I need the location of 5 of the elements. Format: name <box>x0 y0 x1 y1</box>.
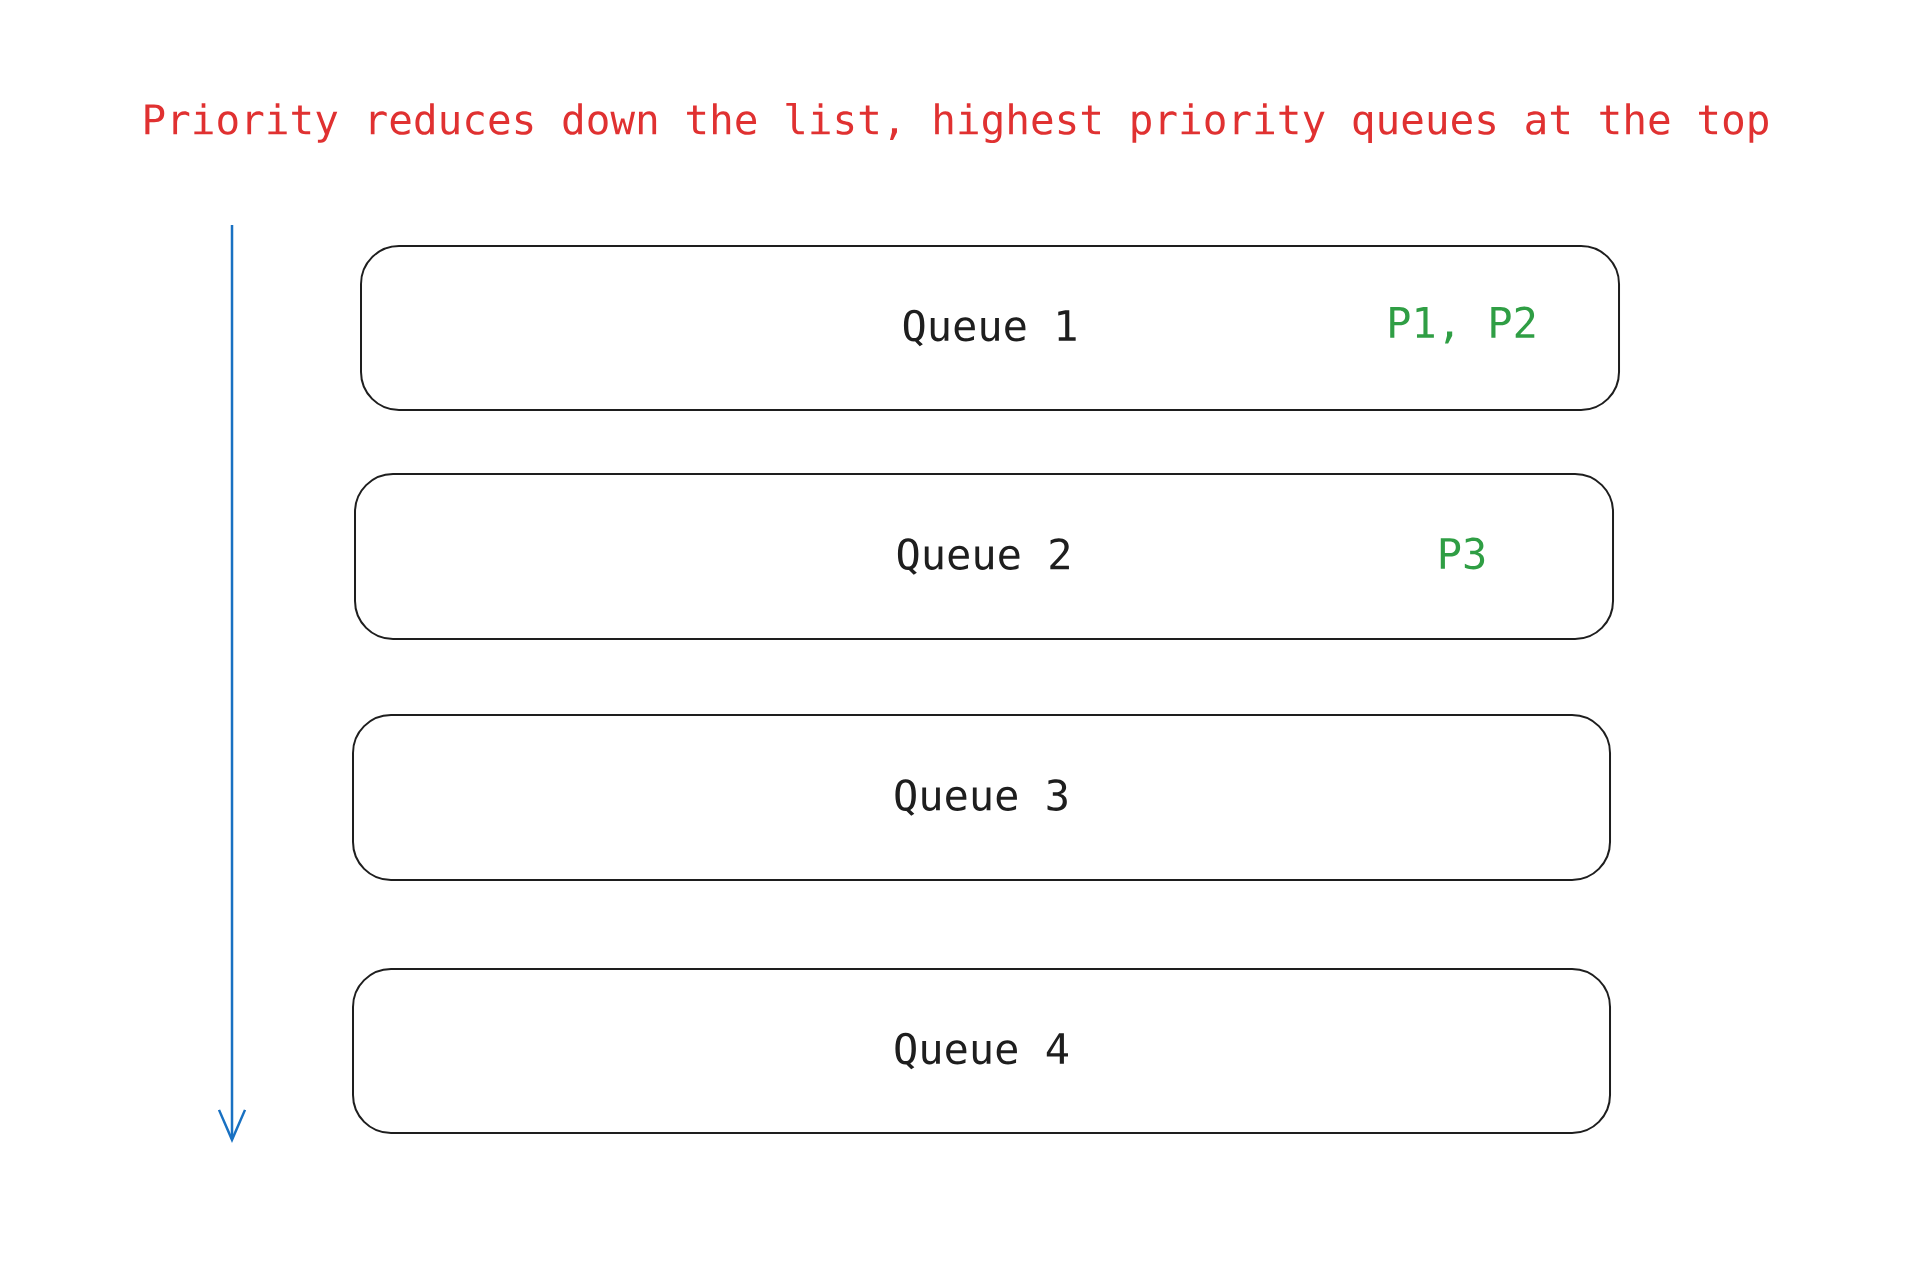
title: Priority reduces down the list, highest priority queues at the top <box>145 102 1768 144</box>
queue-box: Queue 4 <box>352 968 1611 1134</box>
process-list: P1, P2 <box>1390 306 1535 344</box>
process-list: P3 <box>1440 537 1485 570</box>
queue-box: Queue 3 <box>352 714 1611 881</box>
